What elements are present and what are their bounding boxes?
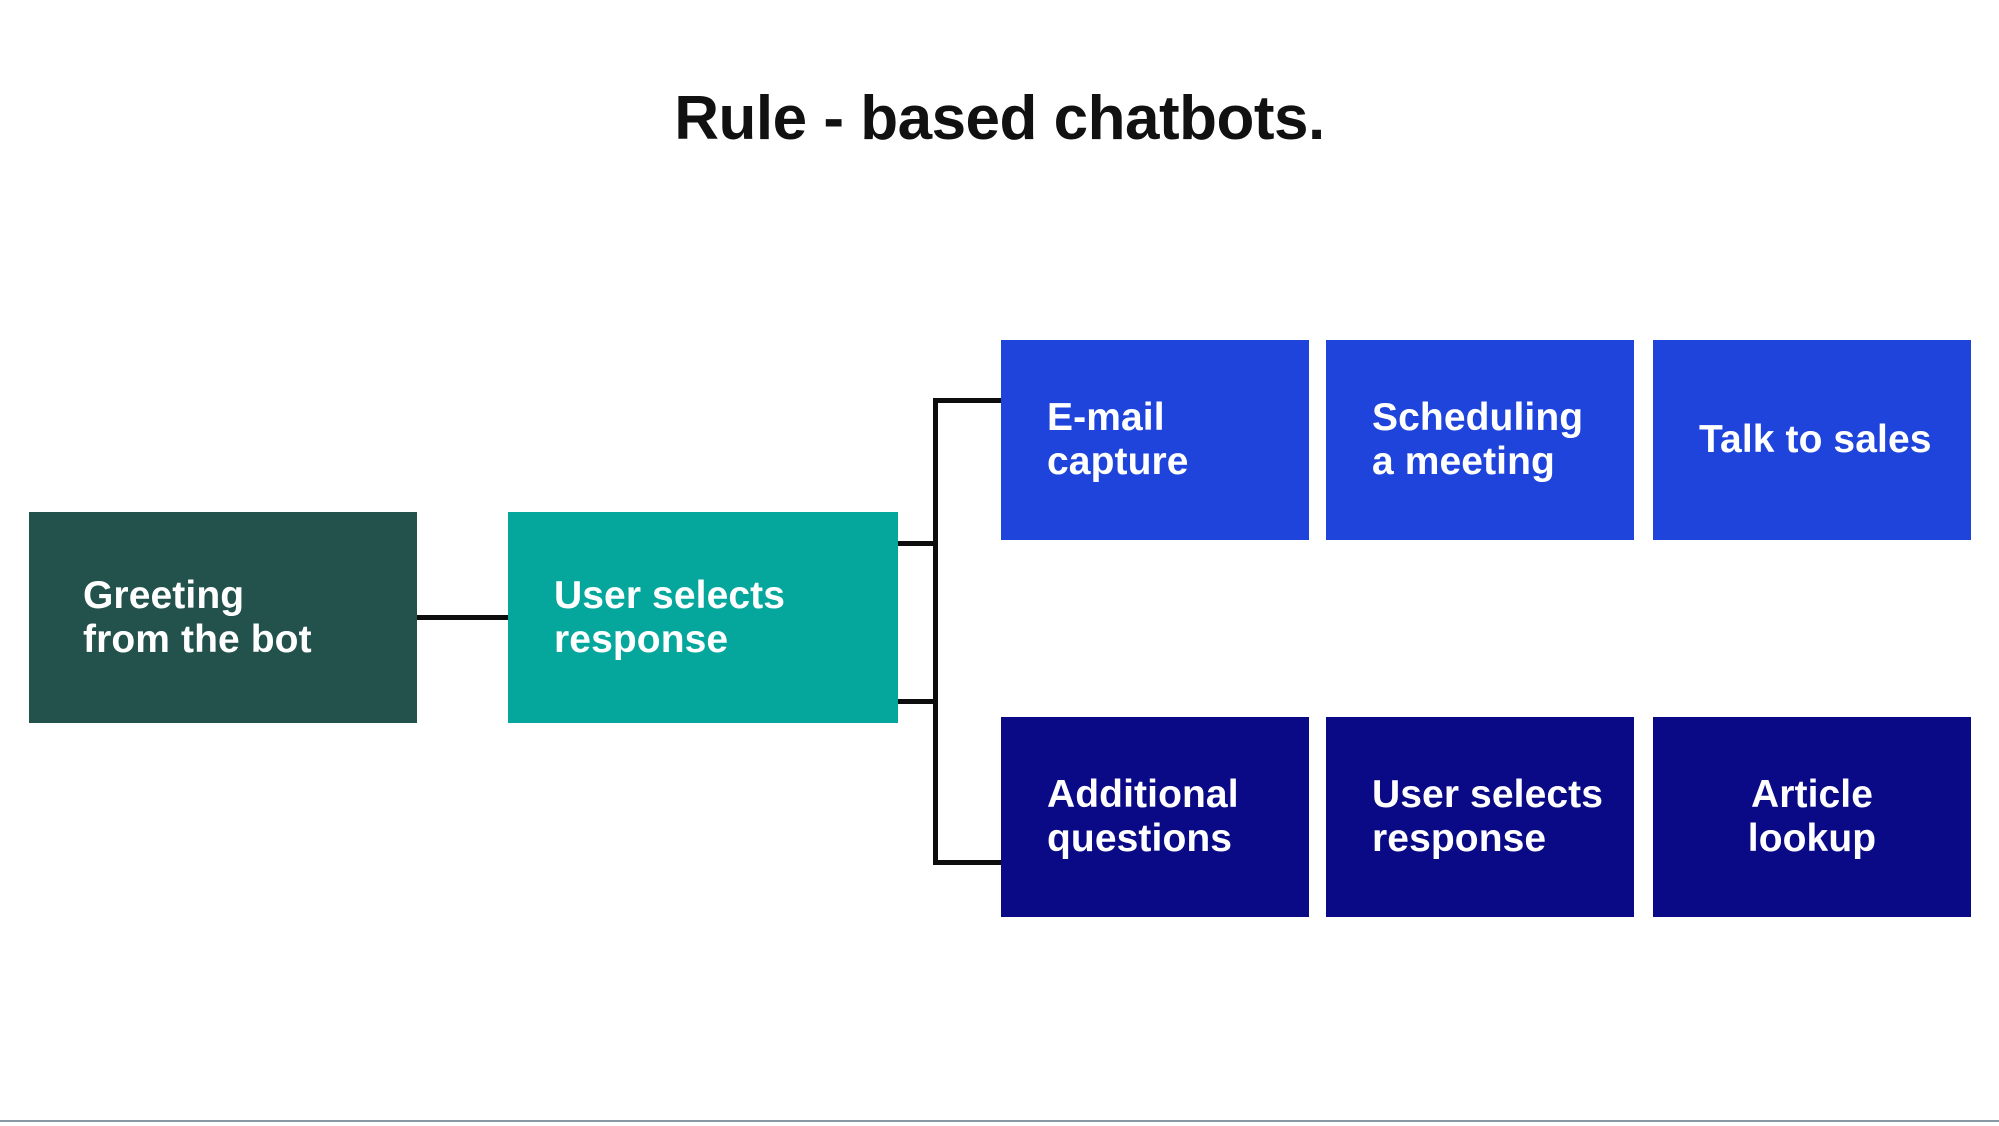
node-talk-to-sales-label: Talk to sales: [1699, 418, 1932, 462]
node-additional-questions[interactable]: Additional questions: [1001, 717, 1309, 917]
node-article-lookup-label: Article lookup: [1747, 773, 1877, 860]
connector-decision-upper-stub: [896, 541, 938, 546]
connector-decision-lower-stub: [896, 699, 938, 704]
connector-to-branch-bottom: [933, 860, 1001, 865]
node-user-selects-response-label: User selects response: [554, 573, 786, 661]
node-greeting[interactable]: Greeting from the bot: [29, 512, 417, 723]
connector-greeting-to-decision: [413, 615, 510, 620]
node-email-capture[interactable]: E-mail capture: [1001, 340, 1309, 540]
node-additional-questions-label: Additional questions: [1047, 773, 1239, 860]
connector-to-branch-top: [933, 398, 1001, 403]
node-scheduling-a-meeting-label: Scheduling a meeting: [1372, 396, 1584, 483]
page-title: Rule - based chatbots.: [674, 84, 1325, 153]
node-user-selects-response-2[interactable]: User selects response: [1326, 717, 1634, 917]
node-scheduling-a-meeting[interactable]: Scheduling a meeting: [1326, 340, 1634, 540]
node-article-lookup[interactable]: Article lookup: [1653, 717, 1971, 917]
page-bottom-rule: [0, 1120, 1999, 1122]
node-user-selects-response[interactable]: User selects response: [508, 512, 898, 723]
connector-vertical-trunk: [933, 398, 938, 865]
node-user-selects-response-2-label: User selects response: [1372, 773, 1604, 860]
node-email-capture-label: E-mail capture: [1047, 396, 1189, 483]
node-talk-to-sales[interactable]: Talk to sales: [1653, 340, 1971, 540]
node-greeting-label: Greeting from the bot: [83, 573, 312, 661]
